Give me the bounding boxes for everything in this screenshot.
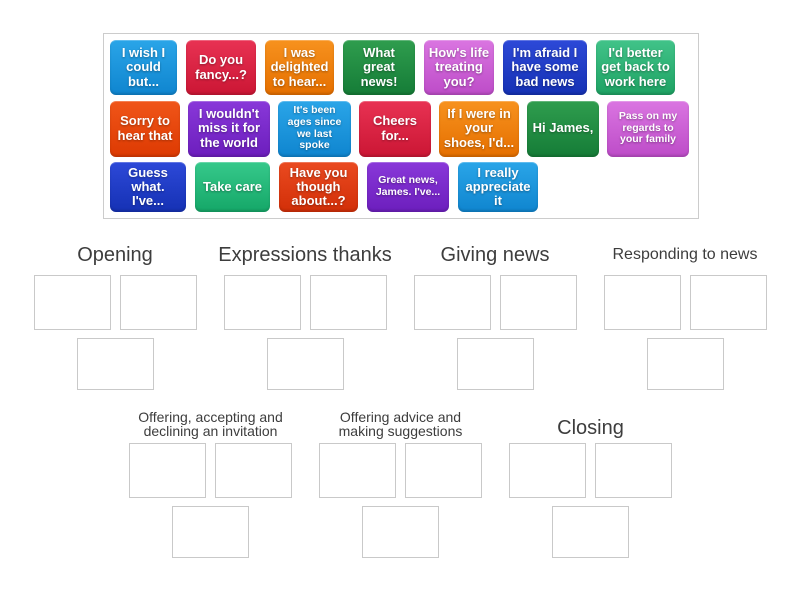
slot-pair (603, 275, 767, 330)
group-label: Giving news (440, 243, 550, 266)
drop-slot[interactable] (646, 338, 724, 390)
group-label: Expressions thanks (218, 243, 392, 266)
category-group-responding-to-news: Responding to news (602, 240, 768, 390)
draggable-tile[interactable]: It's been ages since we last spoke (278, 100, 351, 157)
slot-pair (413, 275, 577, 330)
drop-slot[interactable] (76, 338, 154, 390)
slot-pair (129, 443, 292, 498)
draggable-tile[interactable]: What great news! (343, 40, 415, 95)
draggable-tile[interactable]: Pass on my regards to your family (607, 100, 689, 157)
drop-slot[interactable] (603, 275, 681, 330)
drop-slot[interactable] (266, 338, 344, 390)
draggable-tile[interactable]: Hi James, (527, 100, 599, 157)
drop-slot[interactable] (362, 506, 439, 558)
slot-pair (223, 275, 387, 330)
category-group-opening: Opening (33, 240, 197, 390)
drop-slot[interactable] (319, 443, 396, 498)
tray-row-2: Sorry to hear that I wouldn't miss it fo… (110, 100, 692, 157)
drop-slot[interactable] (689, 275, 767, 330)
draggable-tile[interactable]: Guess what. I've... (110, 162, 186, 212)
slot-pair (509, 443, 672, 498)
drop-slot[interactable] (413, 275, 491, 330)
tile-tray: I wish I could but... Do you fancy...? I… (103, 33, 699, 219)
drop-slot[interactable] (172, 506, 249, 558)
group-label: Offering, accepting and declining an inv… (138, 408, 283, 440)
draggable-tile[interactable]: I was delighted to hear... (265, 40, 334, 95)
draggable-tile[interactable]: Take care (195, 162, 270, 212)
drop-slot[interactable] (215, 443, 292, 498)
group-label: Offering advice and making suggestions (338, 408, 463, 440)
group-label: Closing (557, 417, 624, 439)
draggable-tile[interactable]: Sorry to hear that (110, 100, 180, 157)
category-group-giving-news: Giving news (413, 240, 577, 390)
tray-row-1: I wish I could but... Do you fancy...? I… (110, 40, 692, 95)
draggable-tile[interactable]: I really appreciate it (458, 162, 538, 212)
drop-slot[interactable] (119, 275, 197, 330)
drop-slot[interactable] (499, 275, 577, 330)
draggable-tile[interactable]: Great news, James. I've... (367, 162, 449, 212)
draggable-tile[interactable]: I'd better get back to work here (596, 40, 675, 95)
drop-slot[interactable] (509, 443, 586, 498)
category-group-closing: Closing (509, 403, 672, 558)
drop-slot[interactable] (309, 275, 387, 330)
drop-slot[interactable] (223, 275, 301, 330)
drop-slot[interactable] (595, 443, 672, 498)
slot-pair (319, 443, 482, 498)
draggable-tile[interactable]: I'm afraid I have some bad news (503, 40, 587, 95)
draggable-tile[interactable]: I wouldn't miss it for the world (188, 100, 270, 157)
slot-pair (33, 275, 197, 330)
group-label: Responding to news (612, 246, 758, 263)
drop-slot[interactable] (456, 338, 534, 390)
draggable-tile[interactable]: Have you though about...? (279, 162, 358, 212)
category-group-invitation: Offering, accepting and declining an inv… (129, 403, 292, 558)
draggable-tile[interactable]: I wish I could but... (110, 40, 177, 95)
draggable-tile[interactable]: Cheers for... (359, 100, 431, 157)
draggable-tile[interactable]: How's life treating you? (424, 40, 494, 95)
draggable-tile[interactable]: If I were in your shoes, I'd... (439, 100, 519, 157)
draggable-tile[interactable]: Do you fancy...? (186, 40, 256, 95)
tray-row-3: Guess what. I've... Take care Have you t… (110, 162, 692, 212)
category-group-expressions-thanks: Expressions thanks (218, 240, 392, 390)
category-group-advice-suggestions: Offering advice and making suggestions (319, 403, 482, 558)
group-label: Opening (77, 243, 153, 266)
drop-slot[interactable] (129, 443, 206, 498)
drop-slot[interactable] (33, 275, 111, 330)
drop-slot[interactable] (405, 443, 482, 498)
drop-slot[interactable] (552, 506, 629, 558)
